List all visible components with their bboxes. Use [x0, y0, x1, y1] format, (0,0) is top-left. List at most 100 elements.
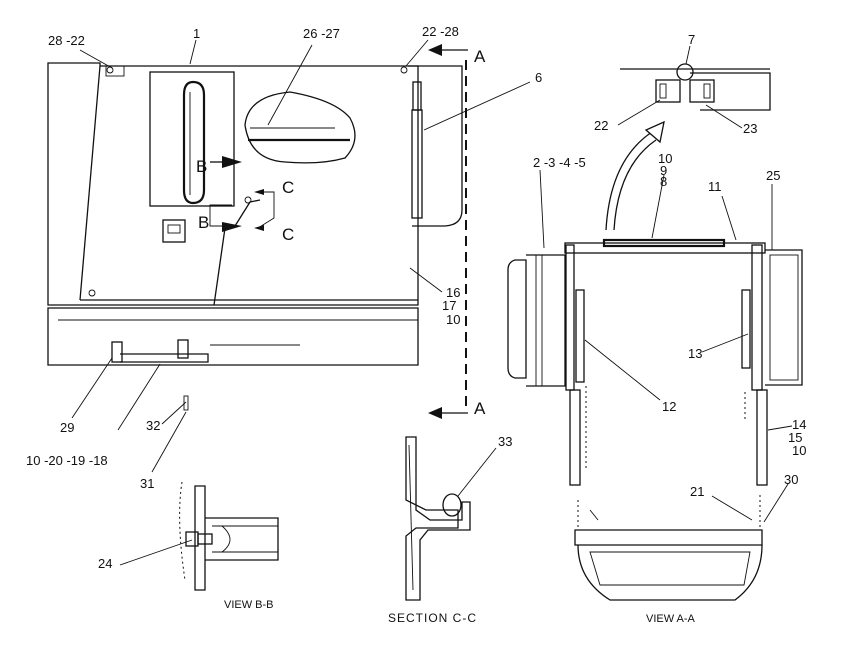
aa-bracket-21: [589, 509, 599, 521]
bb-breakline: [179, 481, 186, 581]
marker-b-lower: B: [198, 213, 209, 232]
callout-26-27: 26 -27: [303, 26, 340, 41]
bb-rail: [205, 517, 279, 561]
hinge-nut-right: [703, 83, 711, 99]
door-handle: [182, 80, 206, 205]
leader-33: [457, 447, 497, 497]
aa-step-top: [574, 529, 763, 546]
leader-16: [409, 267, 443, 293]
aa-right-leg: [756, 389, 768, 486]
caption-section-cc: SECTION C-C: [388, 611, 477, 625]
bb-panel-section: [194, 485, 206, 591]
aa-left-post: [565, 244, 575, 391]
aa-right-inner: [769, 254, 799, 381]
callout-29: 29: [60, 420, 74, 435]
callout-23: 23: [743, 121, 757, 136]
view-aa: [507, 169, 803, 601]
aa-arrow-bottom: [428, 407, 442, 419]
callout-22-28: 22 -28: [422, 24, 459, 39]
section-marker-labels: A A B B C C: [196, 47, 486, 418]
aa-right-post: [751, 244, 763, 391]
callout-6: 6: [535, 70, 542, 85]
hinge-rail: [120, 353, 209, 363]
bb-bolt: [197, 533, 213, 545]
panel-outline: [47, 62, 419, 306]
section-b-bracket: [209, 204, 232, 227]
leader-11: [721, 195, 737, 241]
aa-left-strut: [575, 289, 585, 383]
bolt-c: [244, 196, 252, 204]
aa-top-bar: [564, 242, 766, 254]
callout-9: 9: [660, 163, 667, 178]
callout-11: 11: [708, 179, 722, 194]
aa-left-leg: [569, 389, 581, 486]
view-captions: VIEW B-B SECTION C-C VIEW A-A: [224, 599, 696, 625]
section-line-aa: [428, 44, 468, 419]
leader-7: [685, 45, 691, 65]
callout-32: 32: [146, 418, 160, 433]
callout-31: 31: [140, 476, 154, 491]
main-panel-assembly: [47, 62, 463, 366]
marker-b-upper: B: [196, 157, 207, 176]
bb-nut: [185, 531, 199, 547]
section-cc: [405, 436, 497, 601]
cc-profile: [405, 436, 471, 601]
hinge-18: [177, 339, 189, 359]
leader-23: [705, 104, 743, 129]
callout-10-main: 10: [446, 312, 460, 327]
leader-12: [584, 339, 661, 401]
aa-step-tread: [589, 551, 751, 586]
c-arrow-upper: [254, 189, 264, 195]
callout-25: 25: [766, 168, 780, 183]
b-arrow-upper: [222, 156, 242, 168]
callout-28-22: 28 -22: [48, 33, 85, 48]
aa-right-block: [765, 249, 803, 386]
hinge-block-left: [655, 79, 681, 103]
leader-24: [119, 539, 193, 566]
lower-plate: [47, 307, 419, 366]
callout-30: 30: [784, 472, 798, 487]
callout-33: 33: [498, 434, 512, 449]
hinge-pin: [676, 63, 694, 81]
marker-c-lower: C: [282, 225, 294, 244]
leader-lines-main: [71, 39, 531, 473]
section-c-bracket: [257, 191, 275, 229]
hinge-29: [111, 341, 123, 363]
leader-26-27: [267, 44, 313, 126]
strut-rod: [412, 81, 422, 111]
aa-arrow-top: [428, 44, 442, 56]
callout-2-3-4-5: 2 -3 -4 -5: [533, 155, 586, 170]
hinge-top-left: [105, 65, 125, 77]
switch-housing: [162, 219, 186, 243]
aa-right-strut: [741, 289, 751, 369]
leader-1-top: [189, 39, 197, 65]
detail-arrow-curve-inner: [613, 139, 657, 231]
view-bb: [119, 481, 279, 591]
b-arrow-lower: [222, 222, 242, 232]
leader-32: [161, 401, 187, 425]
hinge-detail: [605, 45, 771, 231]
leader-14: [767, 425, 793, 431]
mount-bolt-top-right: [400, 66, 408, 74]
leader-29: [71, 357, 113, 419]
callout-24: 24: [98, 556, 112, 571]
hinge-block-right: [689, 79, 715, 103]
aa-seal-strip: [602, 238, 726, 248]
callout-1: 1: [193, 26, 200, 41]
callout-labels: 28 -22 1 26 -27 22 -28 6 16 17 10 29 10 …: [26, 24, 806, 571]
leader-18: [117, 363, 161, 431]
aa-left-inner: [535, 254, 543, 387]
aa-left-handle: [507, 259, 527, 379]
callout-14: 14: [792, 417, 806, 432]
leader-30: [763, 483, 789, 523]
callout-12: 12: [662, 399, 676, 414]
aa-step-body: [577, 544, 763, 601]
hinge-plate-right: [690, 72, 771, 111]
hinge-nut-left: [659, 83, 667, 99]
aa-left-block: [526, 254, 566, 387]
leader-2-5: [539, 169, 545, 249]
callout-15: 15: [788, 430, 802, 445]
callout-10-right: 10: [792, 443, 806, 458]
detail-arrow-curve: [605, 131, 653, 231]
